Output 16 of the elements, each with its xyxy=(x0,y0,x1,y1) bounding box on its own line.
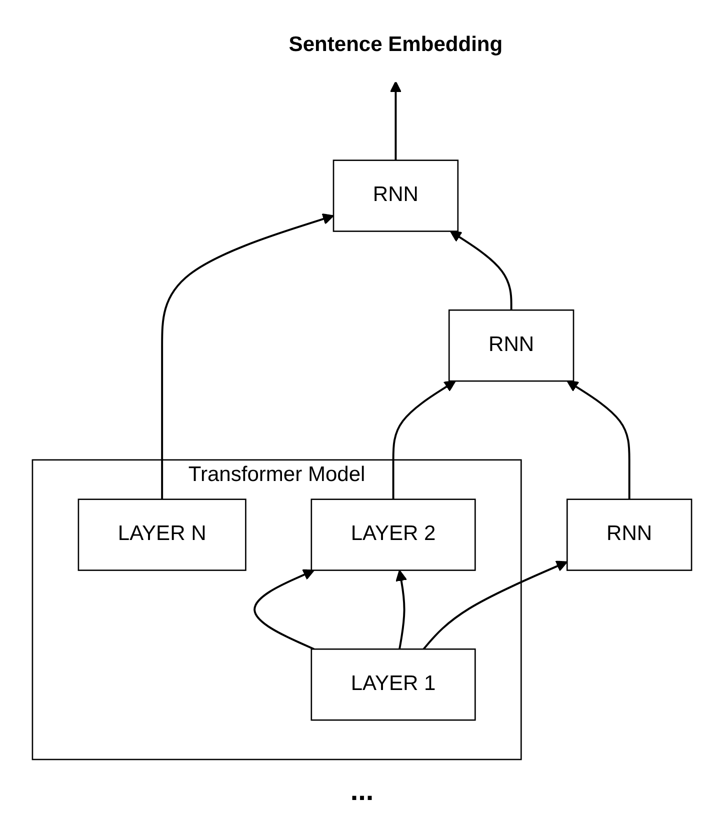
arrow xyxy=(254,569,315,650)
node-text: Sentence Embedding xyxy=(288,34,503,56)
arrow xyxy=(422,560,568,650)
arrow xyxy=(566,380,630,500)
arrow xyxy=(450,230,512,310)
node-box: LAYER 2 xyxy=(310,498,476,571)
node-box: RNN xyxy=(332,160,459,232)
arrow xyxy=(396,570,408,650)
node-box: LAYER N xyxy=(78,498,246,571)
arrow xyxy=(390,80,402,160)
node-box: RNN xyxy=(448,309,574,382)
arrow xyxy=(392,380,456,500)
node-box: RNN xyxy=(566,498,692,571)
ellipsis-text: ... xyxy=(350,775,374,807)
node-box: LAYER 1 xyxy=(310,648,476,721)
arrow xyxy=(161,213,334,500)
